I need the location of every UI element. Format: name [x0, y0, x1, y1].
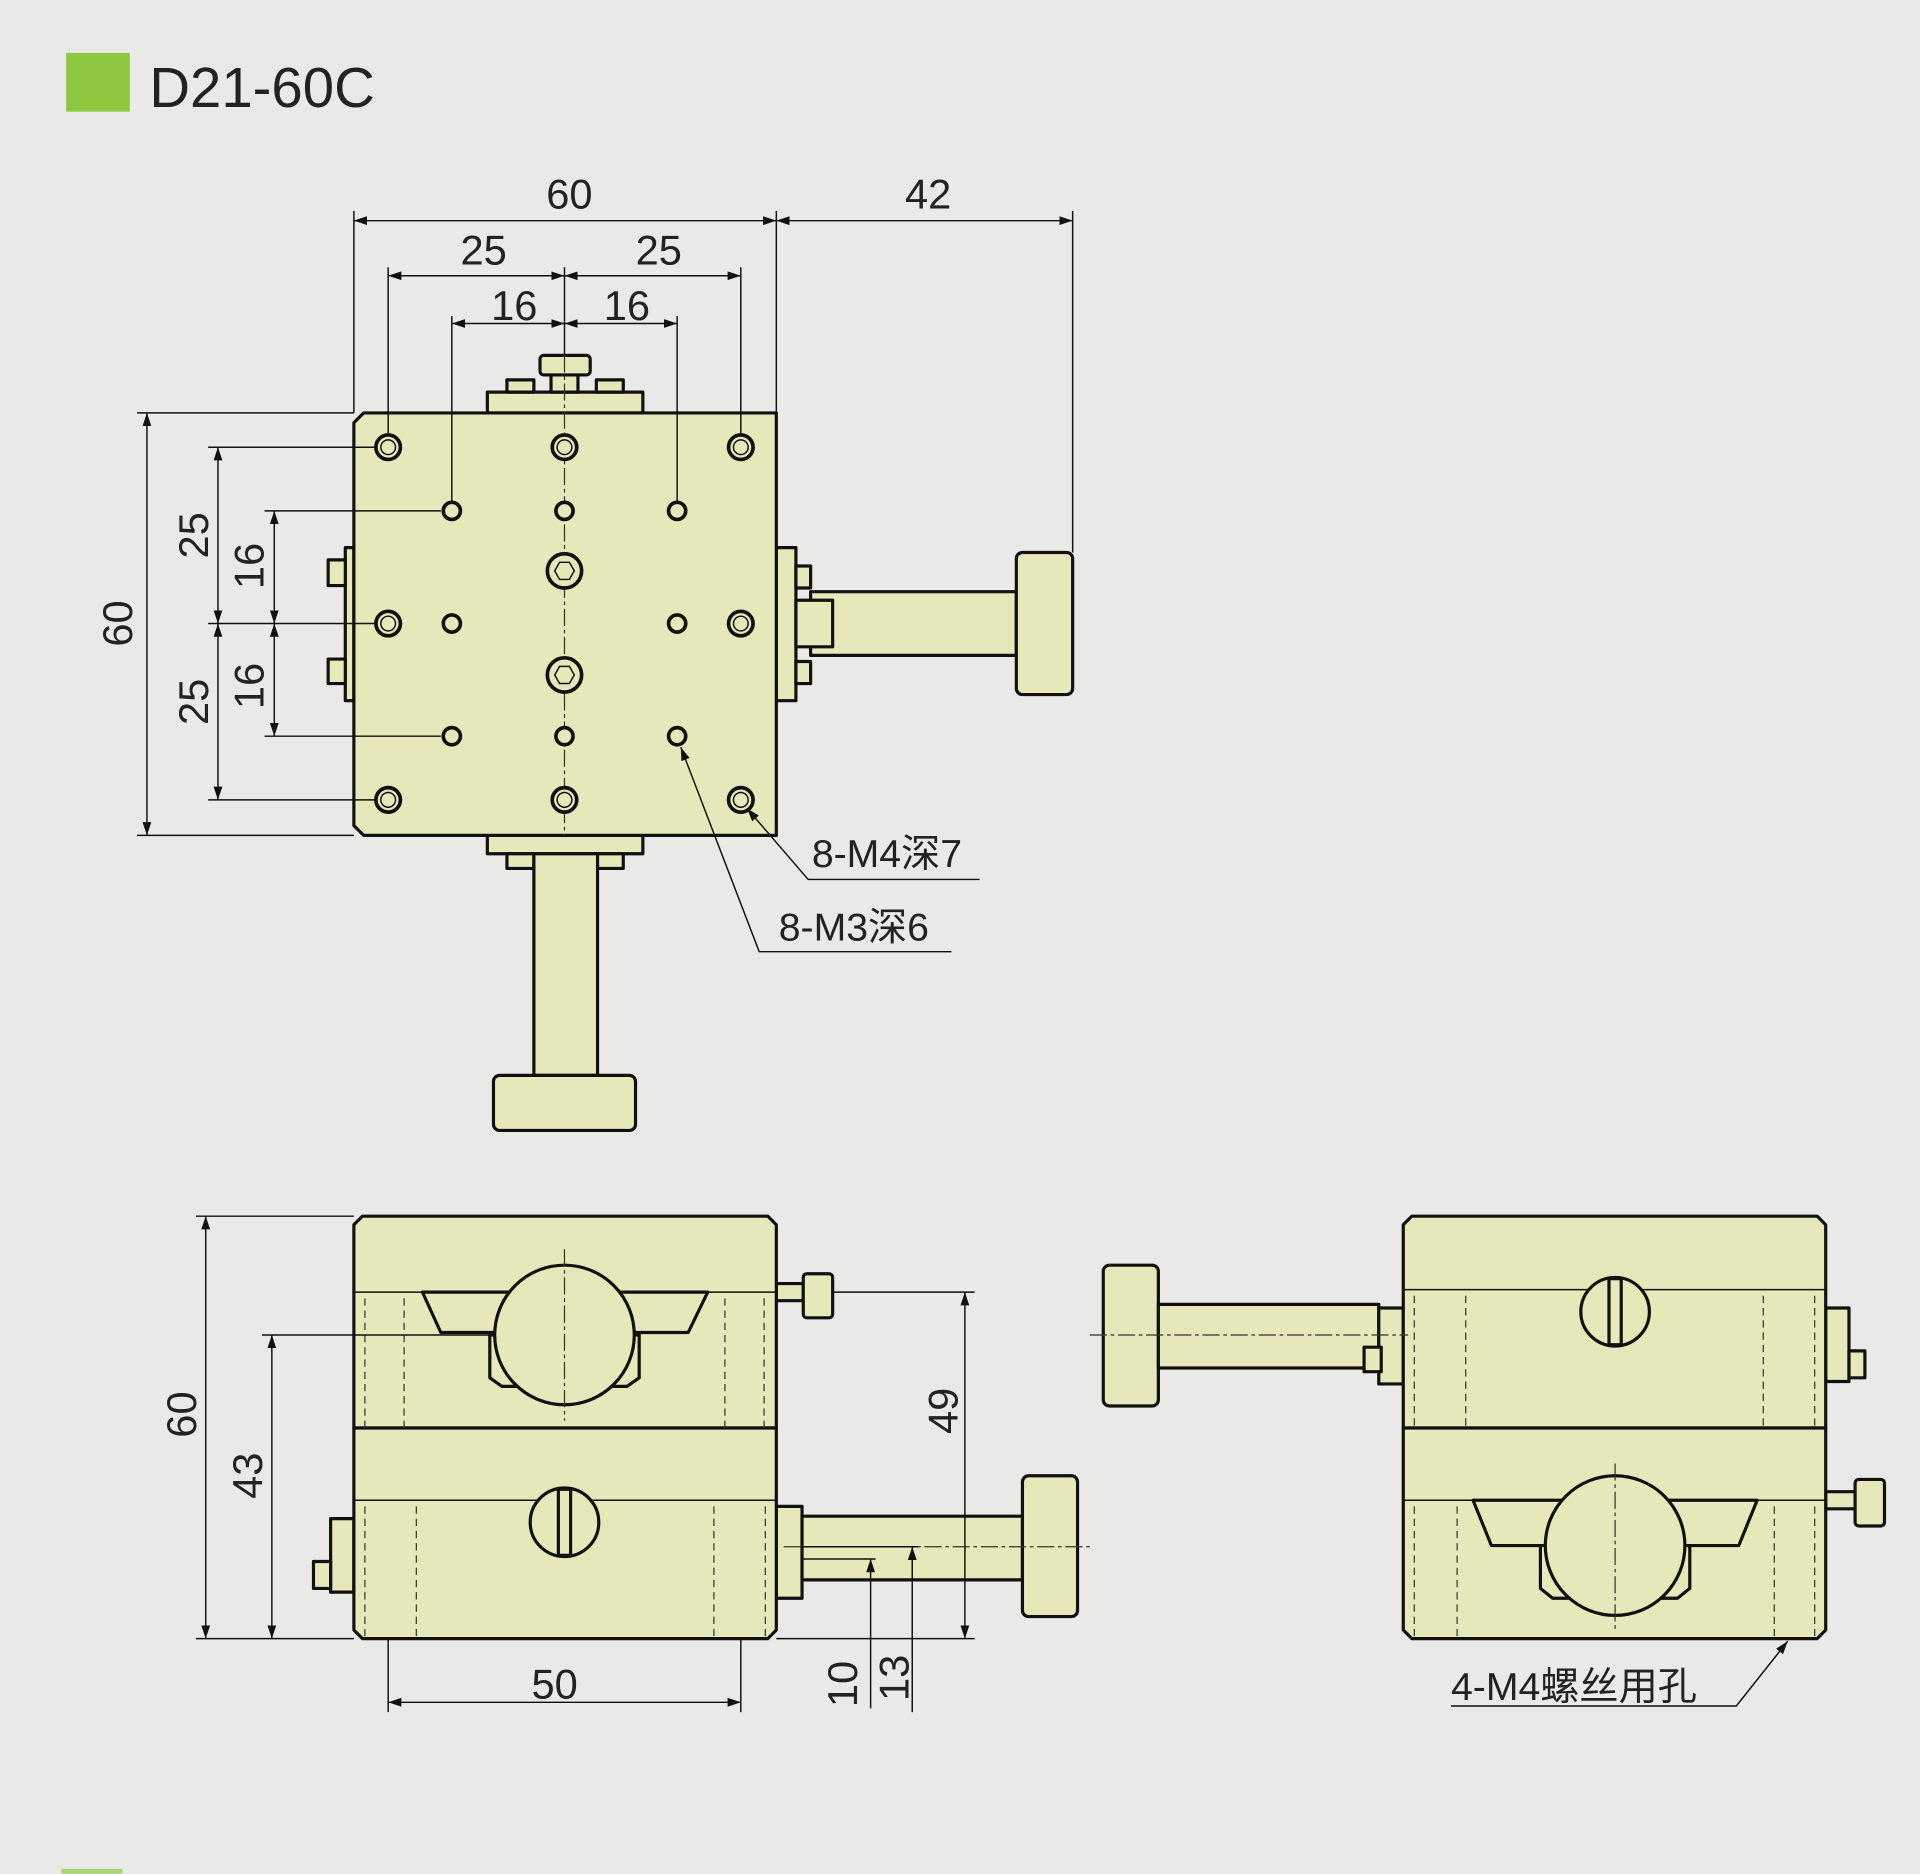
dim-pitch-16-left: 16: [491, 282, 537, 329]
model-title: D21-60C: [149, 56, 374, 119]
front-view: 60 43 49 50 10 13: [158, 1214, 1093, 1713]
dim-v-25-top: 25: [170, 512, 217, 558]
m3-holes: [441, 500, 688, 747]
dim-pitch-16-right: 16: [604, 282, 650, 329]
dim-knob-42: 42: [905, 170, 951, 217]
dim-front-49: 49: [920, 1388, 967, 1434]
x-micrometer-knob: [1014, 550, 1075, 697]
y-micrometer-knob: [491, 1073, 638, 1133]
dim-height-60: 60: [94, 600, 141, 646]
callout-8-m4: 8-M4深7: [812, 833, 962, 876]
dim-front-50: 50: [532, 1661, 578, 1708]
dim-v-25-bottom: 25: [170, 679, 217, 725]
dim-pitch-25-right: 25: [636, 227, 682, 274]
side-view: 4-M4螺丝用孔: [1089, 1214, 1887, 1709]
dim-v-16-bottom: 16: [225, 663, 272, 709]
front-micrometer-knob: [1020, 1474, 1080, 1619]
footer-accent-bar: [61, 1868, 123, 1874]
dim-front-13: 13: [871, 1655, 918, 1701]
dim-front-43: 43: [224, 1453, 271, 1499]
dim-v-16-top: 16: [225, 543, 272, 589]
callout-4-m4: 4-M4螺丝用孔: [1451, 1666, 1697, 1709]
dim-front-10: 10: [819, 1661, 866, 1707]
callout-8-m3: 8-M3深6: [779, 907, 929, 950]
top-view: 60 42 25 25 16 16 60 25 25 16 16 8-M4深7 …: [94, 170, 1075, 1133]
hex-socket-screws: [545, 551, 584, 694]
dim-width-60: 60: [546, 170, 592, 217]
title-accent-square: [66, 52, 130, 112]
dim-pitch-25-left: 25: [461, 227, 507, 274]
dim-front-60: 60: [158, 1391, 205, 1437]
